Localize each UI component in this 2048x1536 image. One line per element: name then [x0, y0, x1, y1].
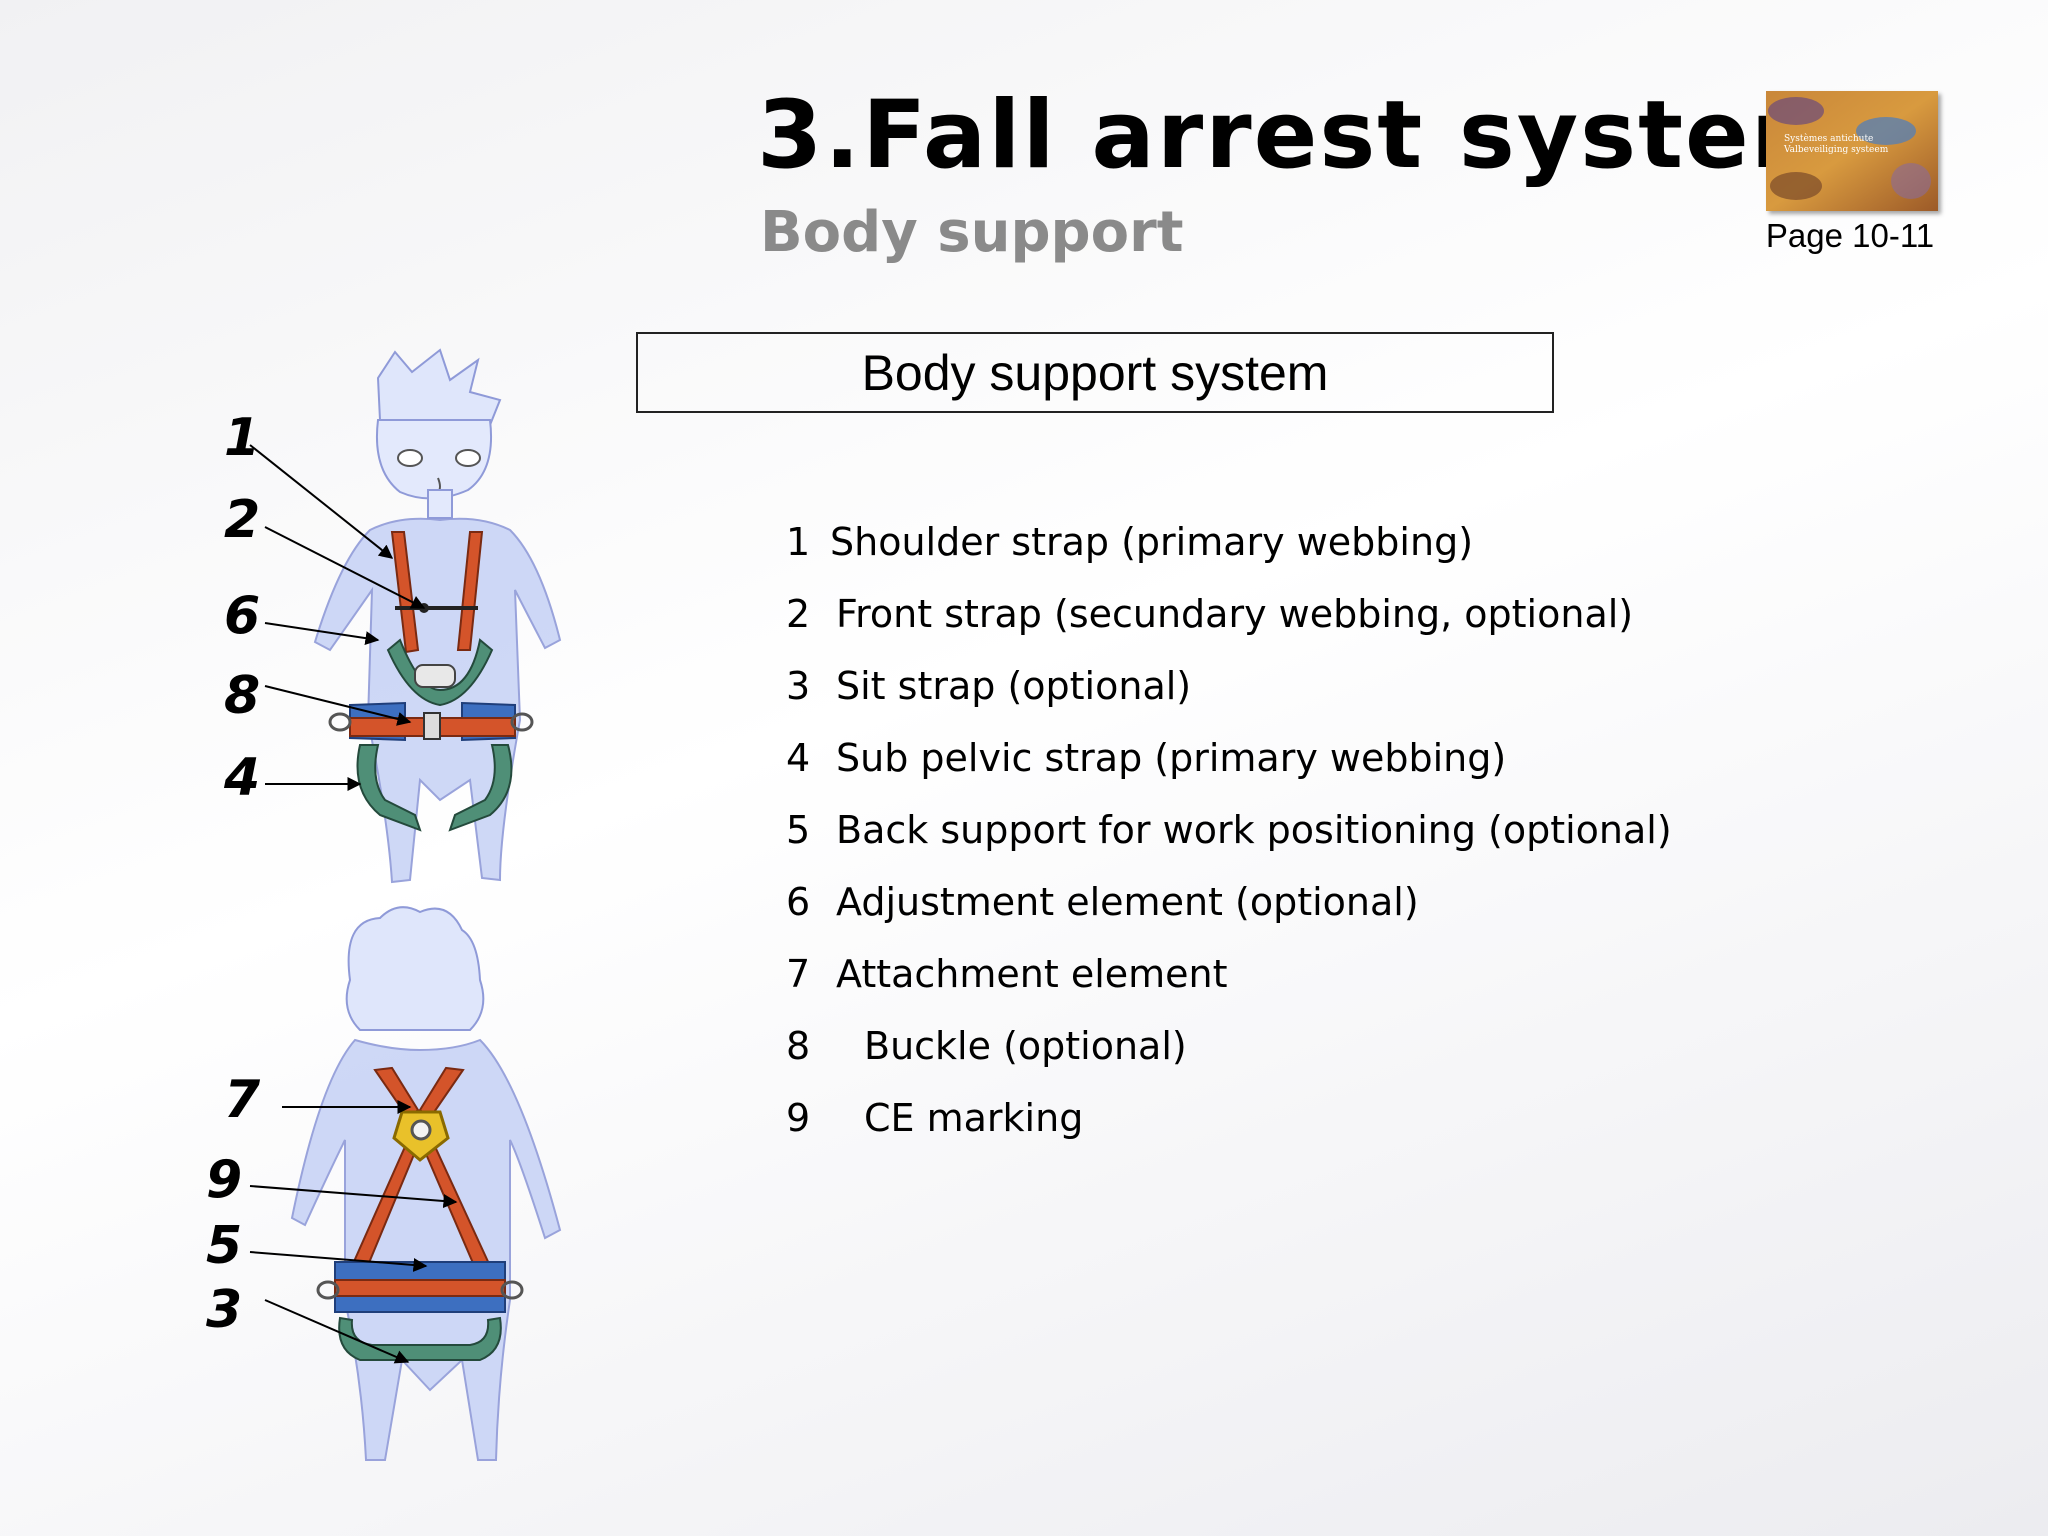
callout-number: 1: [224, 408, 261, 468]
book-cover-line-1: Systèmes antichute: [1784, 133, 1873, 144]
back-figure: [290, 906, 562, 1461]
legend-number: 1: [786, 520, 811, 564]
legend-number: 9: [786, 1096, 811, 1140]
section-label-box: Body support system: [636, 332, 1554, 413]
legend-number: 4: [786, 736, 811, 780]
callout-number: 3: [206, 1280, 243, 1340]
legend-text: Shoulder strap (primary webbing): [830, 520, 1474, 564]
callout-number: 4: [224, 748, 261, 808]
legend-number: 8: [786, 1024, 811, 1068]
legend-number: 3: [786, 664, 811, 708]
legend-number: 7: [786, 952, 811, 996]
legend-text: Sub pelvic strap (primary webbing): [836, 736, 1507, 780]
legend-text: CE marking: [864, 1096, 1084, 1140]
callout-number: 6: [224, 586, 261, 646]
legend-text: Front strap (secundary webbing, optional…: [836, 592, 1634, 636]
slide-subtitle: Body support: [760, 200, 1184, 265]
legend-number: 2: [786, 592, 811, 636]
legend-text: Sit strap (optional): [836, 664, 1192, 708]
harness-illustration: [249, 348, 562, 1461]
callout-number: 7: [224, 1070, 261, 1130]
page-reference: Page 10-11: [1765, 217, 1935, 254]
book-cover-thumbnail: Systèmes antichute Valbeveiliging systee…: [1766, 91, 1938, 211]
callout-arrows: [249, 444, 458, 1364]
book-cover-line-2: Valbeveiliging systeem: [1783, 145, 1889, 155]
front-figure: [313, 348, 562, 884]
callout-number: 8: [224, 666, 261, 726]
legend-text: Adjustment element (optional): [836, 880, 1419, 924]
slide-title: 3.Fall arrest system: [757, 81, 1851, 190]
legend-text: Buckle (optional): [864, 1024, 1187, 1068]
callout-number: 9: [206, 1150, 243, 1210]
callout-number: 2: [224, 490, 261, 550]
section-label: Body support system: [861, 344, 1329, 401]
callout-number: 5: [206, 1216, 243, 1276]
legend-number: 5: [786, 808, 811, 852]
legend-number: 6: [786, 880, 811, 924]
legend-text: Attachment element: [836, 952, 1228, 996]
legend-text: Back support for work positioning (optio…: [836, 808, 1672, 852]
